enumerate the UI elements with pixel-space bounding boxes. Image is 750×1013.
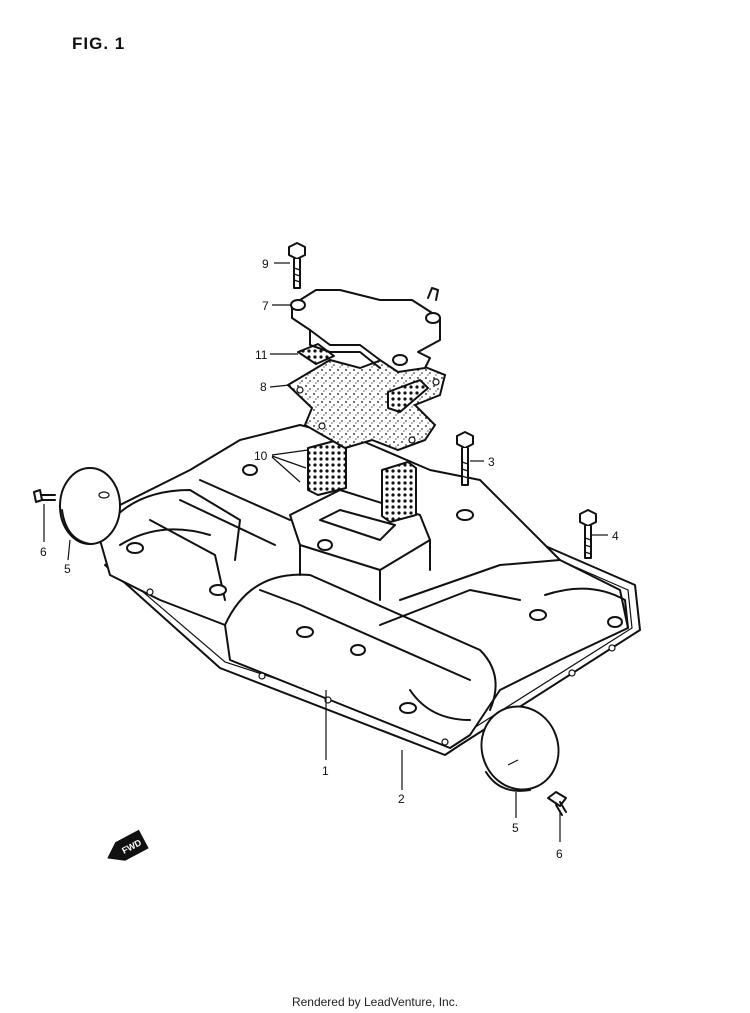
bolt-9 xyxy=(288,242,306,289)
fwd-arrow-icon: FWD xyxy=(107,829,149,861)
callout-4: 4 xyxy=(612,529,619,543)
callout-7: 7 xyxy=(262,299,269,313)
figure-title: FIG. 1 xyxy=(72,34,126,53)
bolt-3 xyxy=(456,431,474,486)
callout-9: 9 xyxy=(262,257,269,271)
breather-cover-gasket xyxy=(286,353,447,452)
callout-11: 11 xyxy=(255,348,268,362)
callout-2: 2 xyxy=(398,792,405,806)
callout-5-right: 5 xyxy=(512,821,519,835)
callout-5-left: 5 xyxy=(64,562,71,576)
breather-cover xyxy=(290,287,441,373)
cap-screw-left xyxy=(33,489,56,503)
callout-1: 1 xyxy=(322,764,329,778)
leader-lines xyxy=(43,262,608,842)
render-credit: Rendered by LeadVenture, Inc. xyxy=(291,995,459,1009)
breather-small-gasket xyxy=(297,343,335,365)
cap-screw-right xyxy=(547,791,567,816)
callout-6-left: 6 xyxy=(40,545,47,559)
callout-3: 3 xyxy=(488,455,495,469)
breather-reed-pads xyxy=(307,439,417,523)
cylinder-head-cover xyxy=(99,424,629,749)
callout-8: 8 xyxy=(260,380,267,394)
cam-end-cap-right xyxy=(480,705,560,792)
callout-6-right: 6 xyxy=(556,847,563,861)
callout-10: 10 xyxy=(254,449,268,463)
bolt-4 xyxy=(579,509,597,559)
cam-end-cap-left xyxy=(59,467,121,545)
